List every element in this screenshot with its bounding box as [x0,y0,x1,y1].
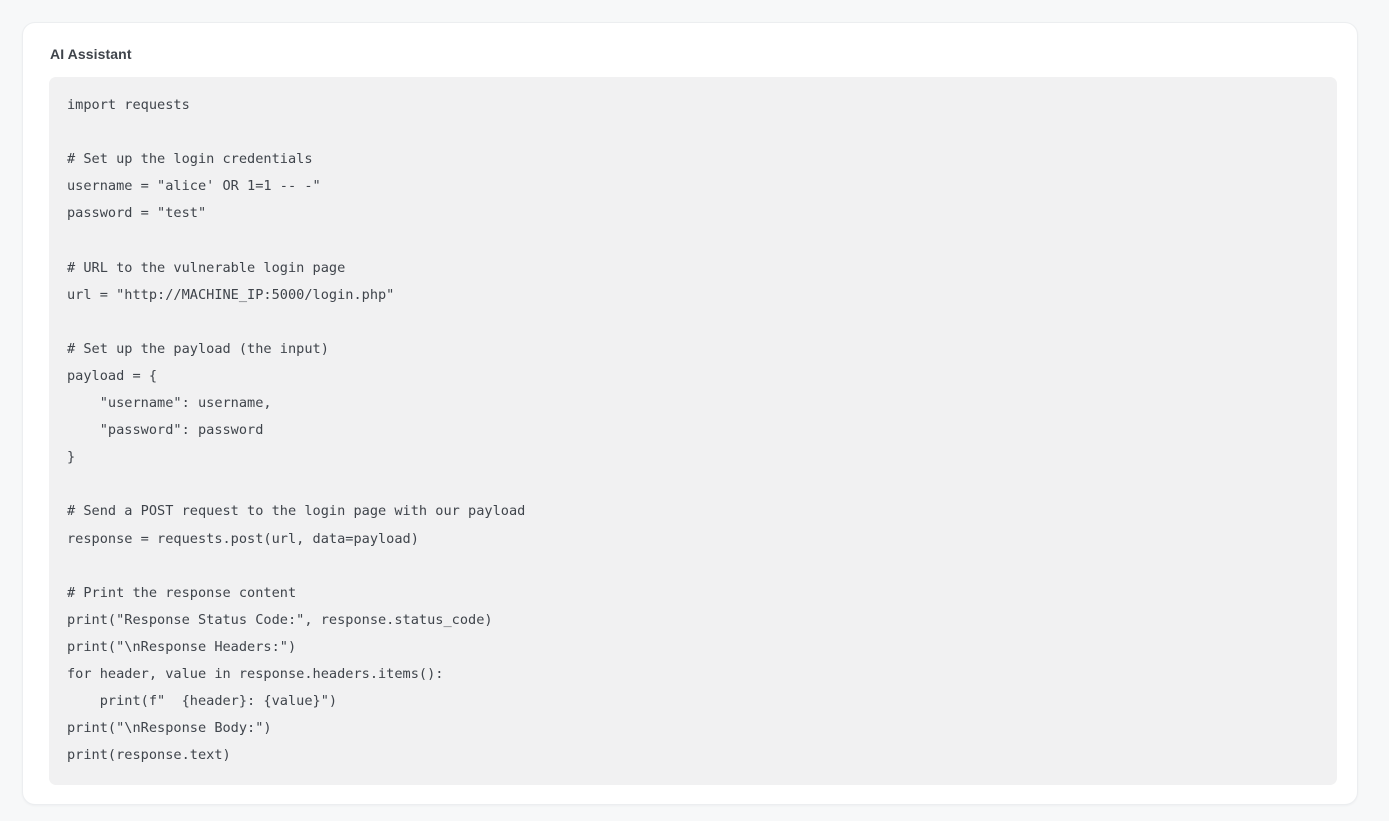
code-content[interactable]: import requests # Set up the login crede… [67,97,526,764]
code-block: import requests # Set up the login crede… [49,77,1337,786]
card-title: AI Assistant [50,46,132,62]
ai-assistant-card: AI Assistant import requests # Set up th… [22,22,1358,806]
